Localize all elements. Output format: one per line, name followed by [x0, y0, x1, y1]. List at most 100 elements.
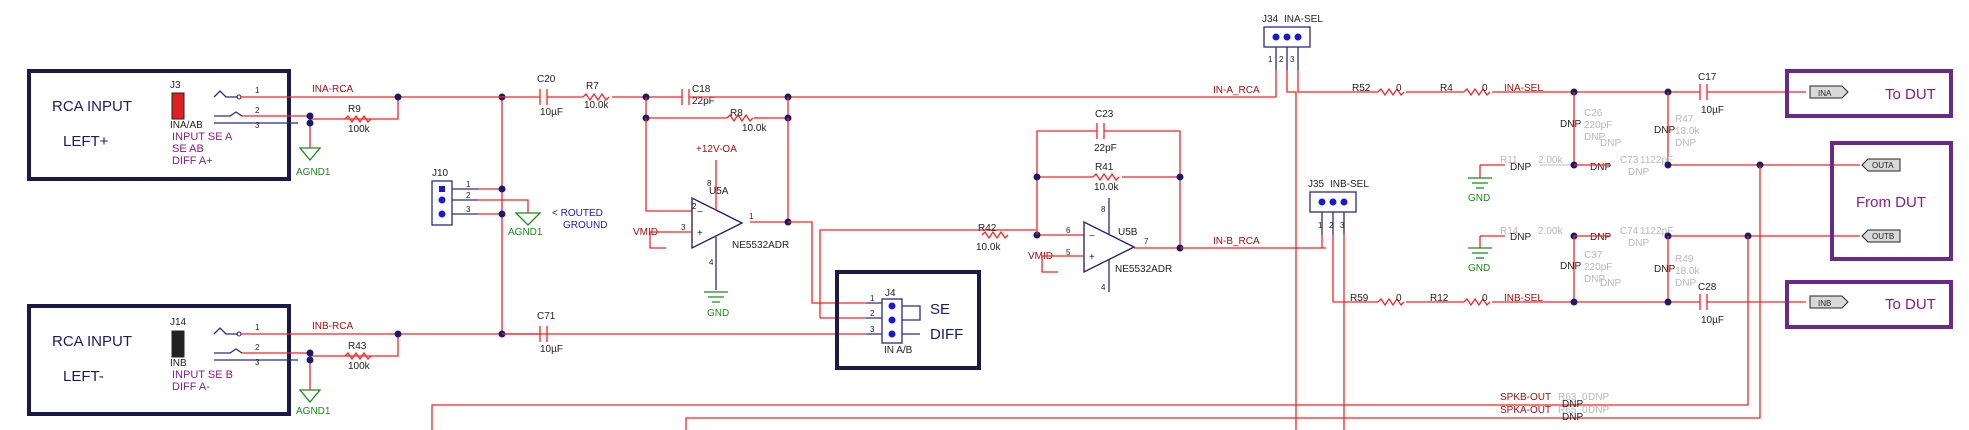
- port-ina-icon: [1809, 85, 1849, 99]
- rca-left-plus-line1: RCA INPUT: [52, 98, 132, 115]
- port-outb-icon: [1861, 229, 1901, 243]
- r59-value: 0: [1396, 293, 1402, 304]
- rca-left-plus-line2: LEFT+: [63, 133, 109, 150]
- j14-desc-1: INPUT SE B: [172, 369, 233, 381]
- vmid1-label: VMID: [633, 227, 658, 238]
- j35-pin3: 3: [1340, 221, 1345, 230]
- gnd-icon-u5a: [704, 291, 728, 303]
- r52-resistor: [1377, 87, 1405, 97]
- r63-dnp: DNP: [1562, 399, 1583, 410]
- j4-pin1-pad: [888, 302, 896, 310]
- u5a-pin2: 2: [692, 202, 697, 211]
- r11-ref: R11: [1500, 155, 1518, 166]
- c37-ref: C37: [1584, 250, 1603, 261]
- j10-pin1-pad: [439, 186, 445, 192]
- r59-ref: R59: [1350, 293, 1369, 304]
- dnp-mark: DNP: [1600, 138, 1621, 149]
- gnd-label-r14: GND: [1468, 263, 1490, 274]
- port-ina-label: INA: [1818, 89, 1832, 98]
- j10-note-1: < ROUTED: [552, 208, 603, 219]
- r52-value: 0: [1396, 83, 1402, 94]
- rca-left-minus-line1: RCA INPUT: [52, 333, 132, 350]
- j35-ref: J35: [1308, 179, 1325, 190]
- u5b-pin5: 5: [1066, 248, 1071, 257]
- c20-capacitor: [539, 89, 548, 105]
- gnd-icon-r11: [1468, 177, 1492, 189]
- j3-pin1-symbol: [213, 90, 238, 98]
- u5b-pin8: 8: [1101, 205, 1106, 214]
- ina-sel-label: INA-SEL: [1504, 83, 1543, 94]
- rca-left-minus-line2: LEFT-: [63, 368, 104, 385]
- j4-ref: J4: [885, 288, 896, 299]
- u5a-pin4: 4: [709, 258, 714, 267]
- j10-pin3-pad: [438, 210, 446, 218]
- j3-ref: J3: [170, 80, 181, 91]
- u5b-opamp-icon: [1083, 220, 1136, 274]
- junction: [1664, 161, 1672, 169]
- from-dut-label: From DUT: [1856, 194, 1926, 211]
- r59-resistor: [1377, 297, 1405, 307]
- r8-resistor: [726, 113, 754, 123]
- junction: [394, 330, 402, 338]
- j3-pin2-symbol: [214, 111, 243, 117]
- j35-pins: [1321, 212, 1345, 235]
- j4-pin2-to-u5b: [819, 229, 1010, 318]
- vmid1-wire: [649, 231, 692, 249]
- c23-ref: C23: [1095, 109, 1114, 120]
- r11-dnp: DNP: [1510, 162, 1531, 173]
- junction: [1033, 173, 1041, 181]
- u5a-plus: +: [697, 228, 703, 239]
- r12-value: 0: [1482, 293, 1488, 304]
- j35-pin2: 2: [1329, 221, 1334, 230]
- r43-value: 100k: [348, 361, 371, 372]
- r43-wire: [310, 334, 399, 357]
- r8-wires: [645, 97, 789, 119]
- inb-rca-label: INB-RCA: [312, 321, 353, 332]
- j34-pad3: [1294, 33, 1302, 41]
- j10-pin2-pad: [438, 196, 446, 204]
- r8-value: 10.0k: [742, 123, 767, 134]
- port-inb-label: INB: [1818, 299, 1831, 308]
- j14-ref: J14: [170, 317, 187, 328]
- r4-value: 0: [1482, 83, 1488, 94]
- c71-capacitor: [539, 326, 548, 342]
- j4-pin1-wire: [788, 221, 866, 304]
- u5b-minus: −: [1089, 231, 1095, 242]
- junction: [306, 356, 314, 364]
- r14-value: 2.00k: [1538, 226, 1563, 237]
- ina-rca-label: INA-RCA: [312, 84, 353, 95]
- j35-pin2-wire: [1332, 235, 1360, 303]
- spka-out-wire: [685, 165, 1761, 430]
- j10-pin2: 2: [466, 191, 471, 200]
- u5a-part: NE5532ADR: [732, 240, 789, 251]
- to-dut-a-frame: [1785, 69, 1953, 118]
- j10-pin3: 3: [466, 205, 471, 214]
- spkb-out-label: SPKB-OUT: [1500, 392, 1551, 403]
- r49-dnp: DNP: [1654, 264, 1675, 275]
- c73-dnp: DNP: [1590, 162, 1611, 173]
- c18-ref: C18: [692, 84, 711, 95]
- r9-wire: [310, 97, 399, 120]
- j4-header: [881, 298, 903, 344]
- c28-ref: C28: [1698, 282, 1717, 293]
- j3-desc-2: SE AB: [172, 143, 204, 155]
- j34-pin3-wire: [1297, 70, 1360, 93]
- j14-pin1-symbol: [213, 327, 238, 335]
- c73-ref: C73: [1620, 155, 1639, 166]
- r65-value: 0: [1582, 405, 1588, 416]
- j3-pin2: 2: [255, 106, 260, 115]
- j3-desc-3: DIFF A+: [172, 155, 213, 167]
- j4-pin1: 1: [870, 294, 875, 303]
- j34-pin2-wire: [1286, 70, 1297, 430]
- to-dut-a-label: To DUT: [1885, 86, 1936, 103]
- dnp-mark: DNP: [1600, 278, 1621, 289]
- j14-pin3: 3: [255, 358, 260, 367]
- u5b-plus: +: [1089, 252, 1095, 263]
- j4-pin2: 2: [870, 309, 875, 318]
- j34-pin1: 1: [1268, 55, 1273, 64]
- r42-resistor: [981, 230, 1009, 240]
- r41-resistor: [1092, 172, 1120, 182]
- junction: [306, 349, 314, 357]
- r43-resistor: [344, 351, 372, 361]
- u5b-part: NE5532ADR: [1115, 264, 1172, 275]
